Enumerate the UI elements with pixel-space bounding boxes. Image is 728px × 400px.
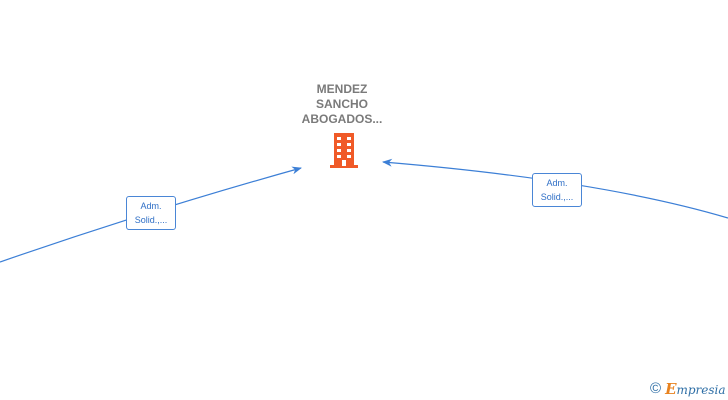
relation-label-right-line-2: Solid.,... xyxy=(540,192,574,202)
company-name[interactable]: MENDEZ SANCHO ABOGADOS... xyxy=(282,82,402,127)
relation-label-left-line-2: Solid.,... xyxy=(134,215,168,225)
brand-logo-initial: E xyxy=(665,380,677,398)
relation-label-left-line-1: Adm. xyxy=(140,201,162,211)
company-name-line-1: MENDEZ xyxy=(316,82,368,96)
relation-label-left[interactable]: Adm. Solid.,... xyxy=(126,196,176,230)
empresia-watermark: © Empresia xyxy=(650,379,726,399)
relation-label-right[interactable]: Adm. Solid.,... xyxy=(532,173,582,207)
relation-label-right-line-1: Adm. xyxy=(546,178,568,188)
building-icon[interactable] xyxy=(328,133,360,174)
brand-logo-rest: mpresia xyxy=(676,383,726,397)
copyright-icon: © xyxy=(650,380,662,397)
company-name-line-3: ABOGADOS... xyxy=(301,112,383,126)
brand-logo: Empresia xyxy=(665,380,726,398)
company-name-line-2: SANCHO xyxy=(315,97,368,111)
